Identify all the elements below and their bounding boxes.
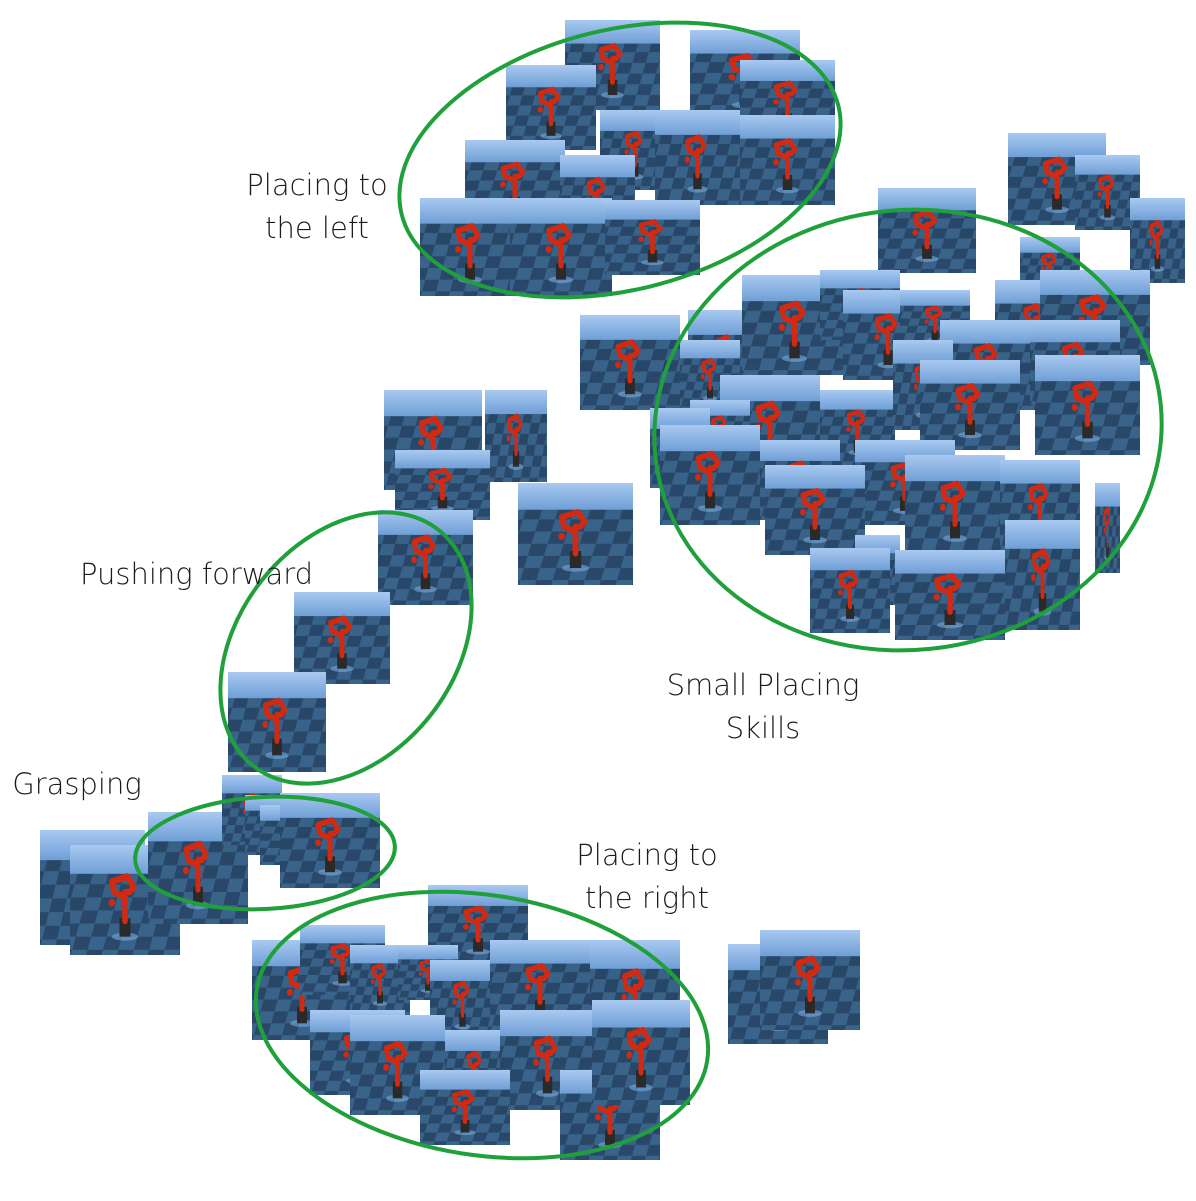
robot-thumbnail bbox=[395, 450, 490, 520]
robot-thumbnail bbox=[760, 930, 860, 1030]
robot-thumbnail bbox=[280, 793, 380, 888]
robot-thumbnail bbox=[592, 1000, 690, 1105]
label-placing-left: Placing to the left bbox=[236, 164, 398, 250]
ellipse-placing-right bbox=[253, 889, 711, 1161]
label-grasping: Grasping bbox=[10, 763, 144, 806]
ellipse-pushing-forward bbox=[218, 510, 474, 786]
robot-thumbnail bbox=[605, 200, 700, 275]
label-grasping-line1: Grasping bbox=[12, 767, 142, 801]
robot-thumbnail bbox=[1035, 355, 1140, 455]
robot-thumbnail bbox=[294, 592, 390, 684]
robot-thumbnail bbox=[740, 115, 835, 205]
robot-thumbnail bbox=[506, 65, 596, 150]
robot-thumbnail bbox=[655, 110, 740, 205]
robot-thumbnail bbox=[510, 198, 612, 296]
robot-thumbnail bbox=[420, 1070, 510, 1145]
label-small-placing-line2: Skills bbox=[725, 711, 801, 745]
robot-thumbnail bbox=[580, 315, 680, 410]
robot-thumbnail bbox=[920, 360, 1020, 450]
robot-thumbnail bbox=[518, 483, 633, 585]
robot-thumbnail bbox=[905, 455, 1005, 555]
cluster-ellipse-layer bbox=[133, 20, 1164, 1161]
label-small-placing-skills: Small Placing Skills bbox=[664, 664, 862, 750]
label-placing-left-line2: the left bbox=[265, 211, 369, 245]
robot-thumbnail bbox=[660, 425, 760, 525]
label-placing-right-line1: Placing to bbox=[576, 838, 718, 872]
robot-thumbnail bbox=[765, 465, 865, 555]
ellipse-small-placing bbox=[652, 207, 1164, 653]
label-placing-right: Placing to the right bbox=[566, 834, 728, 920]
label-pushing-forward: Pushing forward bbox=[80, 553, 314, 596]
ellipse-grasping bbox=[133, 794, 397, 912]
label-pushing-forward-line1: Pushing forward bbox=[80, 557, 314, 591]
robot-thumbnail bbox=[895, 550, 1005, 640]
robot-thumbnail bbox=[878, 188, 976, 273]
label-small-placing-line1: Small Placing bbox=[666, 668, 860, 702]
label-placing-left-line1: Placing to bbox=[246, 168, 388, 202]
robot-thumbnail bbox=[485, 390, 547, 482]
ellipse-placing-left bbox=[397, 20, 843, 300]
robot-thumbnail bbox=[810, 548, 890, 633]
label-placing-right-line2: the right bbox=[585, 881, 709, 915]
